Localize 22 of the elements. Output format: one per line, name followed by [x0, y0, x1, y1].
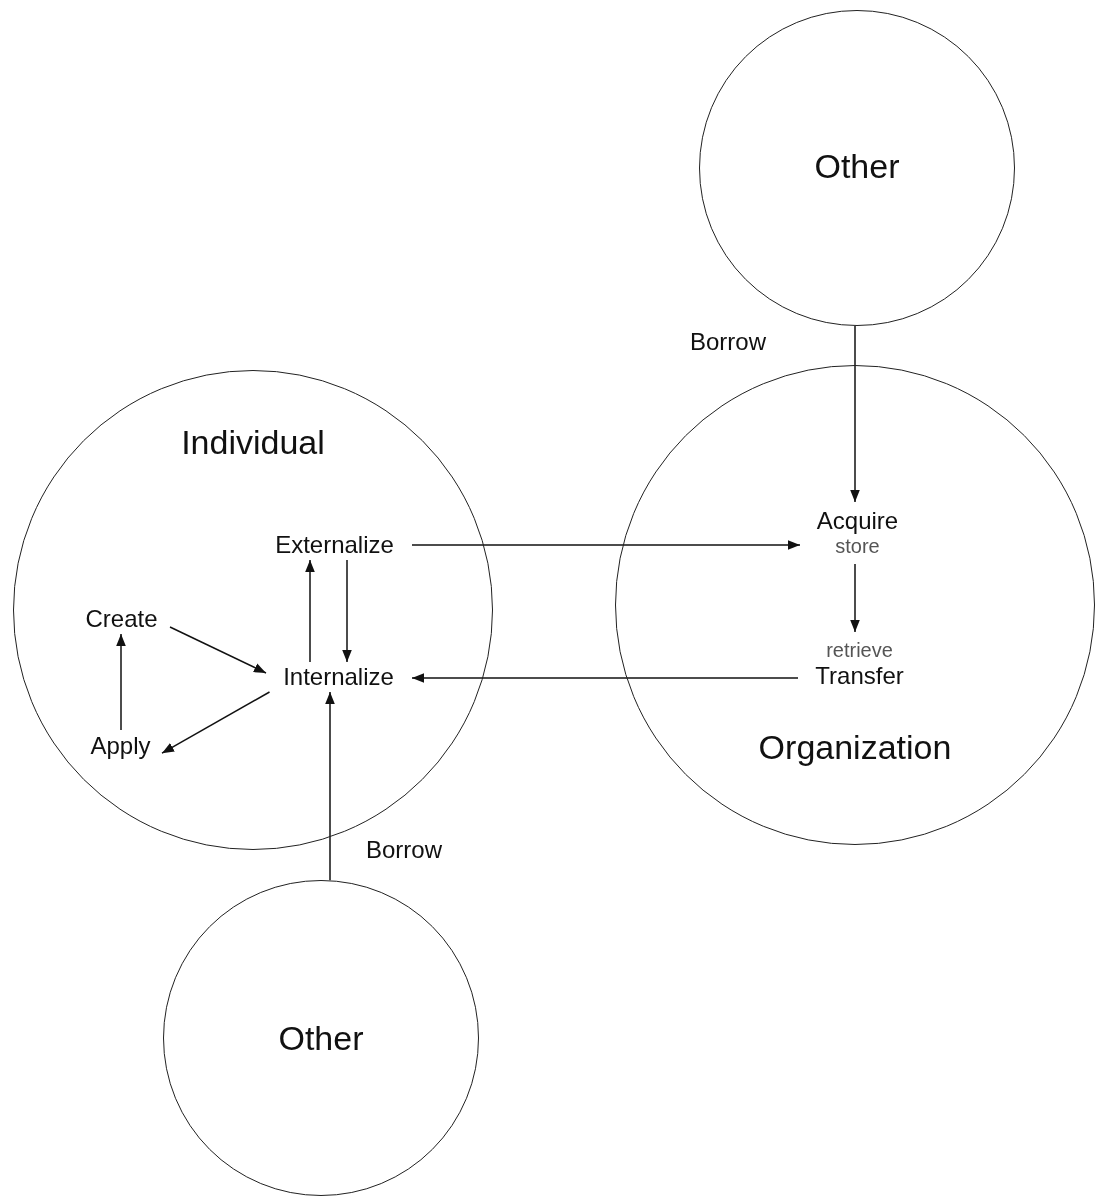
- circle-title: Other: [277, 1019, 365, 1058]
- arrow: [850, 325, 860, 503]
- arrow: [169, 626, 267, 674]
- node-label: Acquire: [816, 507, 899, 535]
- arrow: [850, 563, 860, 633]
- circle-title: Organization: [757, 728, 953, 767]
- node-label: Transfer: [815, 662, 904, 690]
- circle-title: Individual: [180, 423, 326, 462]
- node-label: Externalize: [257, 529, 412, 560]
- circle-title: Other: [813, 147, 901, 186]
- node-label: Internalize: [265, 661, 412, 692]
- arrow: [161, 691, 271, 754]
- node-sublabel: retrieve: [826, 639, 893, 662]
- node-label: Create: [73, 603, 170, 634]
- arrow: [116, 633, 126, 731]
- node-label: Apply: [79, 729, 162, 762]
- arrow: [411, 540, 801, 550]
- arrow: [411, 673, 799, 683]
- arrow: [342, 559, 352, 663]
- arrow: [305, 559, 315, 663]
- arrow: [325, 691, 335, 881]
- node-sublabel: store: [835, 535, 880, 558]
